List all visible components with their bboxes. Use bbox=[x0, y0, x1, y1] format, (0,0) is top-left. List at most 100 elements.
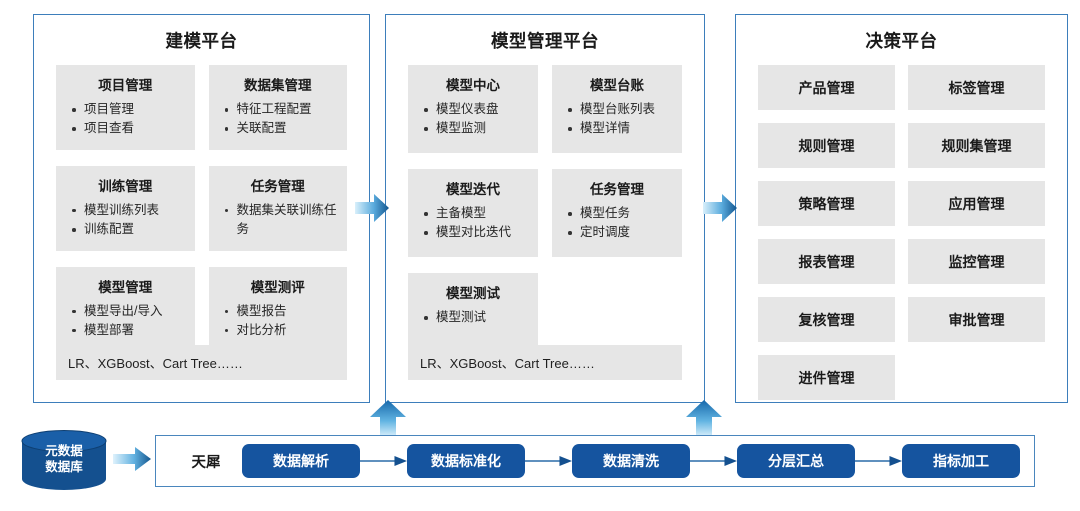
arrow-up-icon bbox=[686, 400, 722, 438]
card-title: 训练管理 bbox=[98, 178, 153, 194]
pipeline-connector-arrow-icon bbox=[360, 455, 407, 467]
tile-review-management[interactable]: 复核管理 bbox=[758, 297, 895, 342]
panel-title-management: 模型管理平台 bbox=[491, 31, 599, 51]
panel-modeling-platform: 建模平台 项目管理 项目管理 项目查看 数据集管理 特征工程配置 关联配置 bbox=[33, 14, 370, 403]
module-card-task-management[interactable]: 任务管理 数据集关联训练任务 bbox=[208, 165, 347, 251]
module-card-task-management[interactable]: 任务管理 模型任务 定时调度 bbox=[552, 169, 682, 257]
panel-body-decision: 产品管理 标签管理 规则管理 规则集管理 策略管理 应用管理 报表管理 监控管理… bbox=[736, 65, 1067, 400]
list-item[interactable]: 模型测试 bbox=[422, 308, 528, 327]
tile-row: 进件管理 bbox=[758, 355, 1045, 400]
module-card-model-management[interactable]: 模型管理 模型导出/导入 模型部署 bbox=[56, 266, 195, 352]
data-pipeline-bar: 天犀 数据解析 数据标准化 数据清洗 分层汇总 bbox=[155, 435, 1035, 487]
tile-product-management[interactable]: 产品管理 bbox=[758, 65, 895, 110]
list-item[interactable]: 对比分析 bbox=[223, 321, 338, 340]
algorithm-list-bar: LR、XGBoost、Cart Tree…… bbox=[56, 345, 347, 380]
card-title: 项目管理 bbox=[98, 78, 153, 93]
list-item[interactable]: 关联配置 bbox=[223, 119, 338, 138]
arrow-right-icon bbox=[355, 193, 389, 223]
module-card-model-center[interactable]: 模型中心 模型仪表盘 模型监测 bbox=[408, 65, 538, 153]
list-item[interactable]: 模型详情 bbox=[566, 119, 672, 138]
card-title: 模型中心 bbox=[446, 78, 500, 93]
list-item[interactable]: 定时调度 bbox=[566, 223, 672, 242]
list-item[interactable]: 项目查看 bbox=[70, 119, 185, 138]
pipeline-connector-arrow-icon bbox=[690, 455, 737, 467]
pipeline-step-data-cleaning[interactable]: 数据清洗 bbox=[572, 444, 690, 478]
tile-row: 产品管理 标签管理 bbox=[758, 65, 1045, 110]
arrow-right-icon bbox=[703, 193, 737, 223]
tile-placeholder bbox=[908, 355, 1045, 400]
module-card-dataset-management[interactable]: 数据集管理 特征工程配置 关联配置 bbox=[208, 65, 347, 150]
algorithm-list-bar: LR、XGBoost、Cart Tree…… bbox=[408, 345, 682, 380]
card-title: 任务管理 bbox=[250, 178, 305, 194]
card-item-list: 模型测试 bbox=[418, 308, 528, 327]
pipeline-step-hierarchical-aggregation[interactable]: 分层汇总 bbox=[737, 444, 855, 478]
card-row: 模型管理 模型导出/导入 模型部署 模型测评 模型报告 对比分析 bbox=[56, 266, 347, 352]
pipeline-step-data-standardization[interactable]: 数据标准化 bbox=[407, 444, 525, 478]
card-item-list: 特征工程配置 关联配置 bbox=[219, 100, 338, 139]
card-row: 模型中心 模型仪表盘 模型监测 模型台账 模型台账列表 模型详情 bbox=[408, 65, 682, 153]
pipeline-step-data-parsing[interactable]: 数据解析 bbox=[242, 444, 360, 478]
card-item-list: 模型仪表盘 模型监测 bbox=[418, 100, 528, 139]
list-item[interactable]: 模型训练列表 bbox=[70, 201, 185, 220]
module-card-model-ledger[interactable]: 模型台账 模型台账列表 模型详情 bbox=[552, 65, 682, 153]
tile-approval-management[interactable]: 审批管理 bbox=[908, 297, 1045, 342]
tile-report-management[interactable]: 报表管理 bbox=[758, 239, 895, 284]
tile-strategy-management[interactable]: 策略管理 bbox=[758, 181, 895, 226]
card-row: 训练管理 模型训练列表 训练配置 任务管理 数据集关联训练任务 bbox=[56, 165, 347, 251]
tile-row: 复核管理 审批管理 bbox=[758, 297, 1045, 342]
list-item[interactable]: 模型仪表盘 bbox=[422, 100, 528, 119]
list-item[interactable]: 模型台账列表 bbox=[566, 100, 672, 119]
tile-rule-management[interactable]: 规则管理 bbox=[758, 123, 895, 168]
module-card-training-management[interactable]: 训练管理 模型训练列表 训练配置 bbox=[56, 165, 195, 251]
list-item[interactable]: 数据集关联训练任务 bbox=[223, 201, 338, 240]
tile-application-management[interactable]: 应用管理 bbox=[908, 181, 1045, 226]
list-item[interactable]: 特征工程配置 bbox=[223, 100, 338, 119]
list-item[interactable]: 模型监测 bbox=[422, 119, 528, 138]
tile-row: 报表管理 监控管理 bbox=[758, 239, 1045, 284]
card-title: 模型台账 bbox=[590, 78, 644, 93]
tile-application-intake-management[interactable]: 进件管理 bbox=[758, 355, 895, 400]
panel-model-management-platform: 模型管理平台 模型中心 模型仪表盘 模型监测 模型台账 模型台账列表 模型详情 bbox=[385, 14, 705, 403]
card-title: 任务管理 bbox=[590, 182, 644, 197]
pipeline-brand-label: 天犀 bbox=[191, 454, 221, 471]
pipeline-connector-arrow-icon bbox=[525, 455, 572, 467]
panel-title-modeling: 建模平台 bbox=[165, 31, 238, 51]
card-title: 模型测评 bbox=[250, 279, 305, 295]
list-item[interactable]: 模型任务 bbox=[566, 204, 672, 223]
tile-row: 策略管理 应用管理 bbox=[758, 181, 1045, 226]
card-item-list: 模型台账列表 模型详情 bbox=[562, 100, 672, 139]
card-item-list: 项目管理 项目查看 bbox=[66, 100, 185, 139]
card-item-list: 模型报告 对比分析 bbox=[219, 302, 338, 341]
card-row: 模型迭代 主备模型 模型对比迭代 任务管理 模型任务 定时调度 bbox=[408, 169, 682, 257]
card-title: 模型管理 bbox=[98, 279, 153, 295]
module-card-model-iteration[interactable]: 模型迭代 主备模型 模型对比迭代 bbox=[408, 169, 538, 257]
pipeline-connector-arrow-icon bbox=[855, 455, 902, 467]
list-item[interactable]: 训练配置 bbox=[70, 220, 185, 239]
card-item-list: 模型导出/导入 模型部署 bbox=[66, 302, 185, 341]
list-item[interactable]: 主备模型 bbox=[422, 204, 528, 223]
metadata-database-cylinder: 元数据 数据库 bbox=[20, 430, 108, 490]
list-item[interactable]: 模型部署 bbox=[70, 321, 185, 340]
arrow-right-icon bbox=[113, 446, 151, 472]
card-title: 模型迭代 bbox=[446, 182, 500, 197]
module-card-model-evaluation[interactable]: 模型测评 模型报告 对比分析 bbox=[208, 266, 347, 352]
list-item[interactable]: 项目管理 bbox=[70, 100, 185, 119]
list-item[interactable]: 模型报告 bbox=[223, 302, 338, 321]
card-row: 项目管理 项目管理 项目查看 数据集管理 特征工程配置 关联配置 bbox=[56, 65, 347, 150]
card-item-list: 模型任务 定时调度 bbox=[562, 204, 672, 243]
panel-decision-platform: 决策平台 产品管理 标签管理 规则管理 规则集管理 策略管理 应用管理 报表管理… bbox=[735, 14, 1068, 403]
card-title: 模型测试 bbox=[446, 286, 500, 301]
pipeline-step-metric-processing[interactable]: 指标加工 bbox=[902, 444, 1020, 478]
list-item[interactable]: 模型导出/导入 bbox=[70, 302, 185, 321]
card-item-list: 主备模型 模型对比迭代 bbox=[418, 204, 528, 243]
list-item[interactable]: 模型对比迭代 bbox=[422, 223, 528, 242]
module-card-project-management[interactable]: 项目管理 项目管理 项目查看 bbox=[56, 65, 195, 150]
tile-tag-management[interactable]: 标签管理 bbox=[908, 65, 1045, 110]
tile-ruleset-management[interactable]: 规则集管理 bbox=[908, 123, 1045, 168]
tile-monitoring-management[interactable]: 监控管理 bbox=[908, 239, 1045, 284]
tile-row: 规则管理 规则集管理 bbox=[758, 123, 1045, 168]
panel-body-management: 模型中心 模型仪表盘 模型监测 模型台账 模型台账列表 模型详情 模型迭代 bbox=[386, 65, 704, 361]
card-title: 数据集管理 bbox=[244, 78, 312, 93]
panel-body-modeling: 项目管理 项目管理 项目查看 数据集管理 特征工程配置 关联配置 训练管理 bbox=[34, 65, 369, 352]
